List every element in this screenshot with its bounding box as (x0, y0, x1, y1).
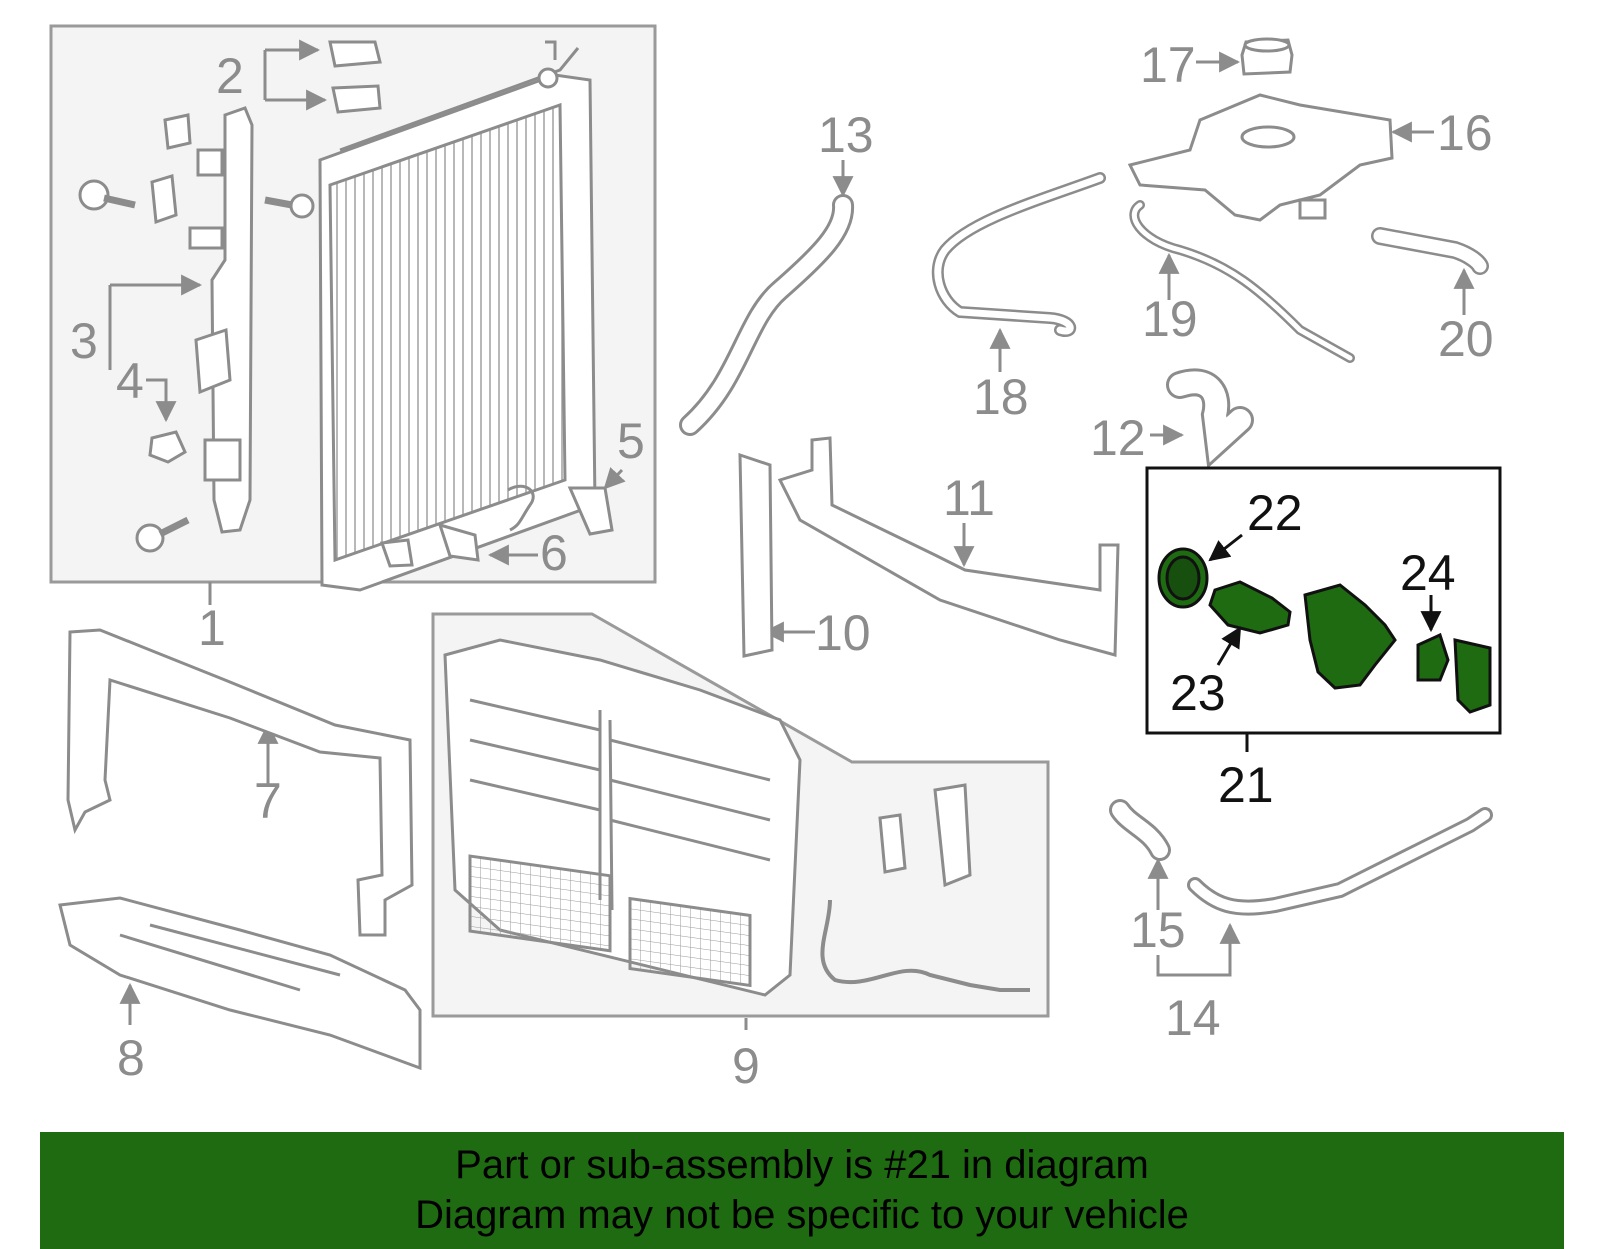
overflow-hose-18 (931, 172, 1106, 337)
callout-5: 5 (617, 413, 645, 469)
coolant-reservoir (1127, 93, 1394, 222)
callout-9: 9 (732, 1038, 760, 1094)
bracket-24 (1416, 632, 1450, 682)
callout-8: 8 (117, 1030, 145, 1086)
bracket-10-11 (738, 436, 1120, 658)
callout-16: 16 (1437, 105, 1493, 161)
callout-6: 6 (540, 525, 568, 581)
callout-1: 1 (198, 600, 226, 656)
callout-14: 14 (1165, 990, 1221, 1046)
callout-18: 18 (973, 369, 1029, 425)
callout-24: 24 (1400, 545, 1456, 601)
bracket-24b (1453, 638, 1492, 714)
radiator-core (318, 40, 597, 592)
callout-12: 12 (1090, 410, 1146, 466)
callout-13: 13 (818, 107, 874, 163)
thermostat-assembly-panel (1145, 466, 1502, 752)
callout-19: 19 (1142, 291, 1198, 347)
callout-21: 21 (1218, 757, 1274, 813)
banner-line-1: Part or sub-assembly is #21 in diagram (455, 1143, 1149, 1187)
shutter-panel (431, 612, 1050, 1018)
callout-4: 4 (116, 353, 144, 409)
radiator-side-bracket (188, 106, 254, 534)
info-banner: Part or sub-assembly is #21 in diagram D… (40, 1132, 1564, 1249)
callout-15: 15 (1130, 902, 1186, 958)
callout-7: 7 (254, 773, 282, 829)
frame-7 (66, 628, 414, 937)
callout-11: 11 (943, 470, 995, 526)
callout-17: 17 (1140, 37, 1196, 93)
leader-lines (108, 39, 1475, 1030)
callout-22: 22 (1247, 485, 1303, 541)
callout-23: 23 (1170, 665, 1226, 721)
reservoir-cap (1240, 37, 1294, 76)
callout-10: 10 (815, 605, 871, 661)
callout-3: 3 (70, 313, 98, 369)
fastener-parts (78, 40, 614, 568)
radiator-group-panel (49, 24, 657, 592)
housing-23 (1208, 580, 1292, 635)
callout-20: 20 (1438, 311, 1494, 367)
callout-2: 2 (216, 48, 244, 104)
banner-line-2: Diagram may not be specific to your vehi… (415, 1193, 1189, 1237)
thermostat-housing (1303, 583, 1397, 690)
deflector-8 (58, 896, 422, 1071)
